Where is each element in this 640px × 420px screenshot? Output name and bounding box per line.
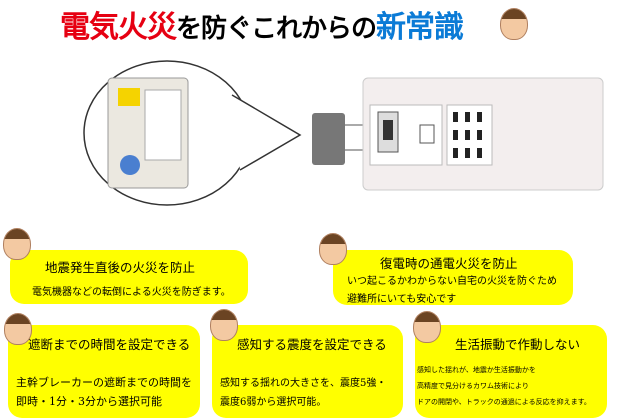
- feature-card-cutoff-time: 遮断までの時間を設定できる 主幹ブレーカーの遮断までの時間を 即時・1分・3分か…: [8, 325, 200, 418]
- avatar: [4, 313, 32, 345]
- feature-card-vibration: 生活振動で作動しない 感知した揺れが、地震か生活振動かを 高精度で見分けるカワム…: [415, 325, 607, 418]
- feature-card-power-restore: 復電時の通電火災を防止 いつ起こるかわからない自宅の火災を防ぐため 避難所にいて…: [333, 250, 573, 305]
- breaker-module: [312, 113, 345, 165]
- feature-card-intensity: 感知する震度を設定できる 感知する揺れの大きさを、震度5強・ 震度6弱から選択可…: [212, 325, 403, 418]
- page-title: 電気火災を防ぐこれからの新常識: [60, 10, 464, 45]
- avatar: [3, 228, 31, 260]
- avatar: [413, 311, 441, 343]
- presenter-avatar: [500, 8, 528, 40]
- avatar: [319, 233, 347, 265]
- feature-card-earthquake: 地震発生直後の火災を防止 電気機器などの転倒による火災を防ぎます。: [10, 250, 248, 304]
- avatar: [210, 309, 238, 341]
- device-illustration: [83, 60, 604, 206]
